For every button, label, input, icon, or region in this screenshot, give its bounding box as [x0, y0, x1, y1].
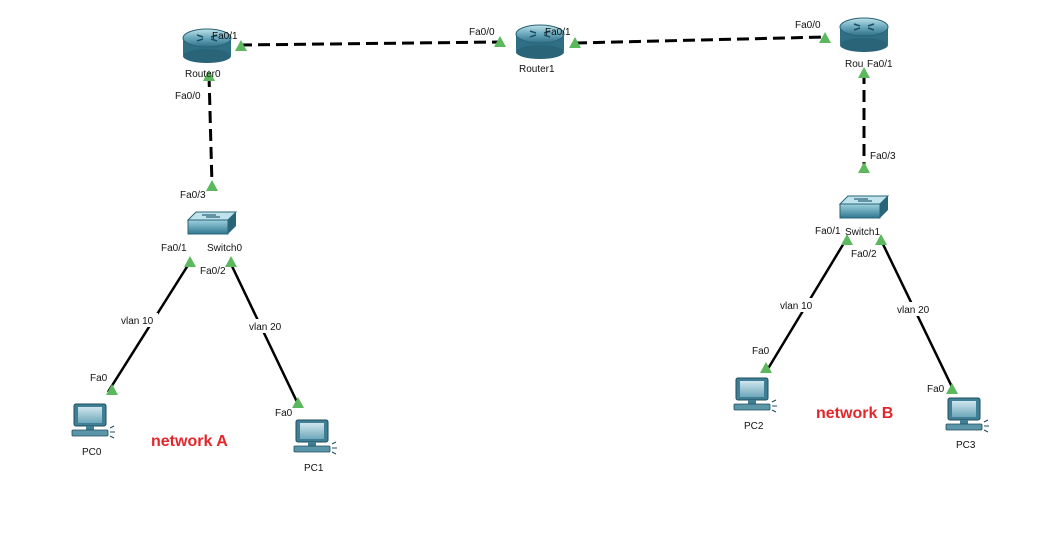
pc3[interactable] [945, 397, 990, 433]
pc-icon [293, 419, 338, 455]
vlan-label: vlan 10 [121, 316, 154, 327]
switch-icon [187, 211, 237, 235]
port-label: Fa0/2 [851, 249, 877, 260]
port-up-triangle-icon [106, 384, 118, 395]
port-label: Fa0/1 [815, 226, 841, 237]
vlan-label-bg [118, 313, 158, 327]
pc1[interactable] [293, 419, 338, 455]
port-label: Fa0/0 [175, 91, 201, 102]
port-label: Fa0/1 [867, 59, 893, 70]
port-up-triangle-icon [292, 397, 304, 408]
port-label: Fa0 [752, 346, 770, 357]
pc-icon [733, 377, 778, 413]
pc1-label: PC1 [304, 463, 324, 474]
port-up-triangle-icon [184, 256, 196, 267]
switch0[interactable] [187, 211, 237, 235]
port-label: Fa0/0 [469, 27, 495, 38]
network-a-label: network A [151, 433, 228, 450]
pc2[interactable] [733, 377, 778, 413]
port-label: Fa0 [275, 408, 293, 419]
port-label: Fa0/1 [545, 27, 571, 38]
link-router0-router1[interactable] [239, 40, 501, 47]
port-up-triangle-icon [946, 383, 958, 394]
pc-icon [71, 403, 116, 439]
vlan-label-bg [246, 319, 286, 333]
port-label: Fa0/3 [870, 151, 896, 162]
vlan-label: vlan 10 [780, 301, 813, 312]
router0-label: Router0 [185, 69, 221, 80]
router2[interactable] [839, 17, 889, 53]
port-label: Fa0/3 [180, 190, 206, 201]
vlan-label-bg [894, 302, 934, 316]
router1-label: Router1 [519, 64, 555, 75]
link-router1-router2[interactable] [574, 35, 827, 45]
pc0-label: PC0 [82, 447, 102, 458]
pc-icon [945, 397, 990, 433]
port-label: Fa0 [90, 373, 108, 384]
port-label: Fa0/0 [795, 20, 821, 31]
vlan-label-bg [777, 298, 817, 312]
pc2-label: PC2 [744, 421, 764, 432]
switch0-label: Switch0 [207, 243, 242, 254]
port-up-triangle-icon [206, 180, 218, 191]
vlan-label: vlan 20 [249, 322, 282, 333]
switch1[interactable] [839, 195, 889, 219]
router-icon [839, 17, 889, 53]
pc3-label: PC3 [956, 440, 976, 451]
port-label: Fa0 [927, 384, 945, 395]
pc0[interactable] [71, 403, 116, 439]
port-up-triangle-icon [858, 162, 870, 173]
switch-icon [839, 195, 889, 219]
port-label: Fa0/1 [161, 243, 187, 254]
network-b-label: network B [816, 405, 893, 422]
port-up-triangle-icon [225, 256, 237, 267]
router2-label: Rou [845, 59, 863, 70]
port-label: Fa0/1 [212, 31, 238, 42]
switch1-label: Switch1 [845, 227, 880, 238]
link-router0-switch0[interactable] [207, 74, 214, 186]
port-label: Fa0/2 [200, 266, 226, 277]
vlan-label: vlan 20 [897, 305, 930, 316]
